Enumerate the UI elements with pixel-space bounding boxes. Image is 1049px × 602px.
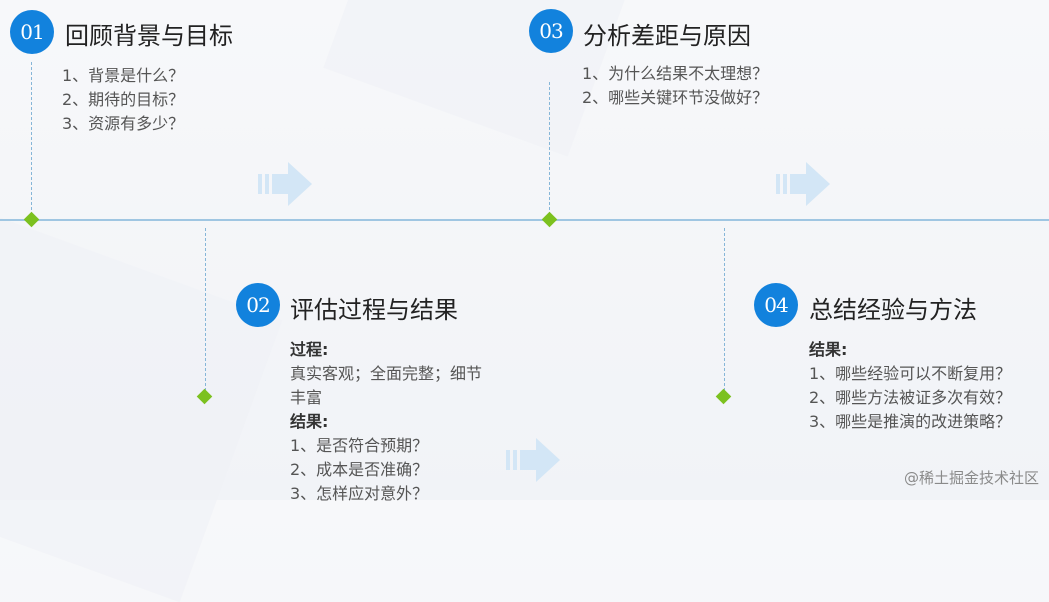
diamond-marker-icon — [541, 211, 558, 228]
connector-line — [549, 82, 550, 220]
step-title: 分析差距与原因 — [583, 22, 751, 50]
right-arrow-icon — [776, 162, 830, 206]
step-items: 过程: 真实客观；全面完整；细节 丰富 结果: 1、是否符合预期？ 2、成本是否… — [290, 338, 482, 506]
list-item: 1、哪些经验可以不断复用？ — [809, 364, 1012, 383]
diamond-marker-icon — [23, 211, 40, 228]
list-item: 1、为什么结果不太理想？ — [582, 64, 769, 83]
right-arrow-icon — [258, 162, 312, 206]
step-items: 1、为什么结果不太理想？ 2、哪些关键环节没做好？ — [582, 62, 768, 110]
list-item: 3、哪些是推演的改进策略？ — [809, 412, 1012, 431]
connector-line — [31, 62, 32, 220]
process-text: 丰富 — [290, 388, 323, 407]
connector-line — [724, 228, 725, 396]
result-label: 结果: — [809, 340, 848, 359]
list-item: 2、哪些关键环节没做好？ — [582, 88, 769, 107]
process-label: 过程: — [290, 340, 329, 359]
connector-line — [205, 228, 206, 396]
step-title: 评估过程与结果 — [290, 296, 458, 324]
list-item: 3、资源有多少？ — [62, 114, 185, 133]
step-title: 总结经验与方法 — [809, 296, 977, 324]
list-item: 2、期待的目标？ — [62, 90, 185, 109]
list-item: 2、哪些方法被证多次有效？ — [809, 388, 1012, 407]
step-number-badge: 03 — [529, 9, 573, 53]
step-number-badge: 04 — [754, 283, 798, 327]
background-shape — [0, 217, 283, 602]
step-title: 回顾背景与目标 — [65, 22, 233, 50]
timeline-line — [0, 219, 1049, 221]
list-item: 1、背景是什么？ — [62, 66, 185, 85]
list-item: 3、怎样应对意外？ — [290, 484, 429, 503]
step-number-badge: 01 — [10, 10, 54, 54]
diamond-marker-icon — [715, 388, 732, 405]
step-items: 结果: 1、哪些经验可以不断复用？ 2、哪些方法被证多次有效？ 3、哪些是推演的… — [809, 338, 1011, 434]
list-item: 1、是否符合预期？ — [290, 436, 429, 455]
watermark: @稀土掘金技术社区 — [903, 469, 1039, 487]
result-label: 结果: — [290, 412, 329, 431]
step-items: 1、背景是什么？ 2、期待的目标？ 3、资源有多少？ — [62, 64, 184, 136]
step-number-badge: 02 — [236, 283, 280, 327]
list-item: 2、成本是否准确？ — [290, 460, 429, 479]
process-text: 真实客观；全面完整；细节 — [290, 364, 483, 383]
right-arrow-icon — [506, 438, 560, 482]
